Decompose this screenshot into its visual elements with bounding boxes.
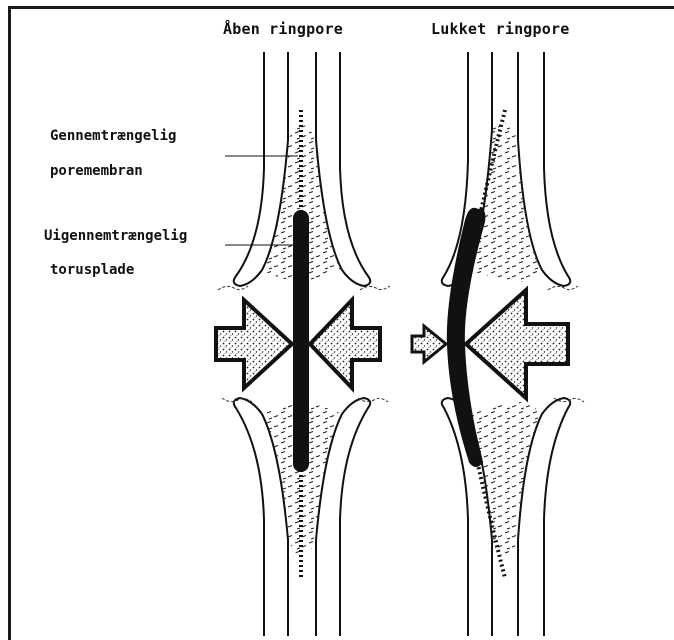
closed-large-arrow	[466, 290, 568, 398]
closed-pit-diagram	[412, 52, 584, 636]
open-right-arrow	[310, 300, 380, 388]
closed-upper-pit-chamber	[468, 122, 542, 282]
open-left-arrow	[216, 300, 292, 388]
open-pit-diagram	[216, 52, 390, 636]
open-torus-plate	[293, 210, 309, 472]
closed-small-arrow	[412, 326, 446, 362]
closed-lower-pit-chamber	[468, 402, 542, 556]
